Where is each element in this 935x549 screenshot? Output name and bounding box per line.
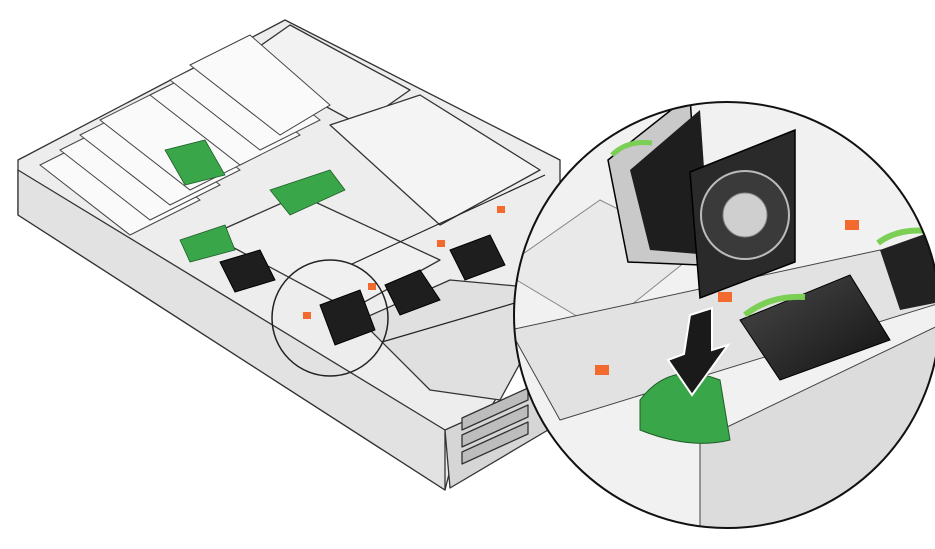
fan-module <box>607 102 796 300</box>
detail-callout-small <box>271 259 389 377</box>
fan-labels <box>303 206 505 319</box>
green-circuit-boards <box>164 139 346 263</box>
detail-callout-large <box>513 101 935 529</box>
pcie-riser-cards <box>39 34 331 236</box>
air-duct <box>329 94 541 226</box>
chassis-front-side <box>17 169 446 491</box>
fan-module-body <box>630 110 710 255</box>
fan-slot-label-left <box>595 365 609 375</box>
callout-line-top <box>351 174 546 265</box>
cover-plate <box>209 194 441 311</box>
chassis-fans <box>219 234 506 346</box>
fan-slot-label-right <box>845 220 859 230</box>
down-arrow-icon <box>666 306 731 397</box>
fan-slot-label-center <box>718 292 732 302</box>
drive-bays <box>461 387 529 465</box>
installed-fan <box>739 274 891 381</box>
fan-connector-board <box>639 372 731 444</box>
fan-latch-green <box>743 293 806 318</box>
callout-line-bottom <box>381 299 526 343</box>
magnified-view <box>514 102 935 528</box>
fan-hub <box>722 192 768 238</box>
